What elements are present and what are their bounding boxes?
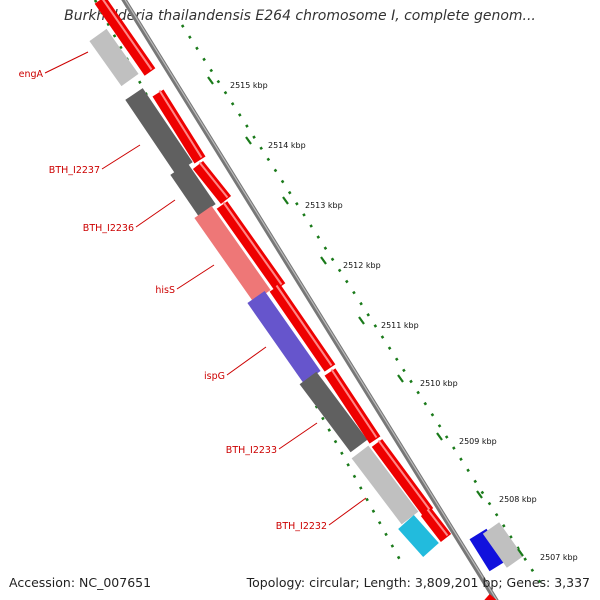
cds-arrow-3 xyxy=(192,160,232,205)
gene-label-5: ispG xyxy=(204,371,225,382)
genome-summary-text: Topology: circular; Length: 3,809,201 bp… xyxy=(246,575,590,590)
gene-leader-3 xyxy=(135,199,176,228)
accession-text: Accession: NC_007651 xyxy=(9,575,152,590)
kbp-label-5: 2511 kbp xyxy=(381,321,419,330)
cds-arrow-4 xyxy=(216,201,286,291)
gene-label-3: BTH_I2236 xyxy=(83,223,134,234)
backbone-highlight xyxy=(124,0,498,600)
tick-dot-line-2 xyxy=(180,24,547,591)
backbone-track xyxy=(121,0,499,600)
gene-leader-5 xyxy=(226,346,267,376)
gene-box-4 xyxy=(194,205,271,303)
gene-box-3 xyxy=(170,163,216,216)
cds-arrow-shine-3 xyxy=(198,161,229,199)
gene-leader-1 xyxy=(44,51,89,74)
kbp-label-9: 2507 kbp xyxy=(540,553,578,562)
gene-leader-7 xyxy=(328,497,367,526)
cds-arrow-shine-1 xyxy=(102,0,153,71)
kbp-label-2: 2514 kbp xyxy=(268,141,306,150)
kbp-label-4: 2512 kbp xyxy=(343,261,381,270)
cds-arrow-1 xyxy=(94,0,156,76)
map-title: Burkholderia thailandensis E264 chromoso… xyxy=(64,8,536,24)
backbone-line xyxy=(121,0,499,600)
cds-arrow-6 xyxy=(324,368,381,444)
kbp-tick-4 xyxy=(320,256,327,265)
gene-label-4: hisS xyxy=(155,285,175,296)
cds-arrow-7 xyxy=(371,439,434,516)
gene-box-2 xyxy=(125,88,193,174)
kbp-tick-6 xyxy=(397,374,404,383)
cds-arrow-shine-8 xyxy=(426,508,449,537)
kbp-tick-5 xyxy=(358,316,365,325)
gene-box-5 xyxy=(247,290,321,384)
gene-label-1: engA xyxy=(19,69,44,80)
gene-label-6: BTH_I2233 xyxy=(226,445,277,456)
cds-arrow-5 xyxy=(269,284,336,372)
kbp-label-8: 2508 kbp xyxy=(499,495,537,504)
gene-box-1 xyxy=(89,28,139,87)
gene-leader-2 xyxy=(101,144,141,170)
kbp-tick-1 xyxy=(207,76,214,85)
kbp-label-6: 2510 kbp xyxy=(420,379,458,388)
cds-arrow-edge xyxy=(484,594,497,600)
gene-box-8 xyxy=(398,515,439,557)
cds-arrow-shine-7 xyxy=(377,439,431,511)
cds-arrow-shine-6 xyxy=(330,368,378,439)
kbp-tick-marks: 2515 kbp 2514 kbp 2513 kbp 2512 kbp 2511 kbp… xyxy=(207,76,578,562)
gene-leader-6 xyxy=(278,422,318,450)
gene-box-far-right xyxy=(482,522,524,568)
cds-arrow-2 xyxy=(152,89,206,164)
gene-label-7: BTH_I2232 xyxy=(276,521,327,532)
cds-arrow-shine-2 xyxy=(158,89,203,159)
kbp-tick-9 xyxy=(517,548,524,557)
kbp-label-1: 2515 kbp xyxy=(230,81,268,90)
kbp-tick-8 xyxy=(476,490,483,499)
kbp-label-7: 2509 kbp xyxy=(459,437,497,446)
cds-arrow-shine-4 xyxy=(222,201,283,286)
gene-leader-4 xyxy=(176,264,215,290)
gene-label-2: BTH_I2237 xyxy=(49,165,100,176)
cds-arrow-8 xyxy=(420,508,452,542)
gene-box-blue xyxy=(469,528,507,572)
gene-box-7 xyxy=(351,445,419,525)
kbp-label-3: 2513 kbp xyxy=(305,201,343,210)
cds-arrow-shine-5 xyxy=(275,284,333,367)
kbp-tick-7 xyxy=(436,432,443,441)
kbp-tick-3 xyxy=(282,196,289,205)
kbp-tick-2 xyxy=(245,136,252,145)
gene-box-6 xyxy=(299,371,368,453)
feature-track xyxy=(89,0,524,600)
